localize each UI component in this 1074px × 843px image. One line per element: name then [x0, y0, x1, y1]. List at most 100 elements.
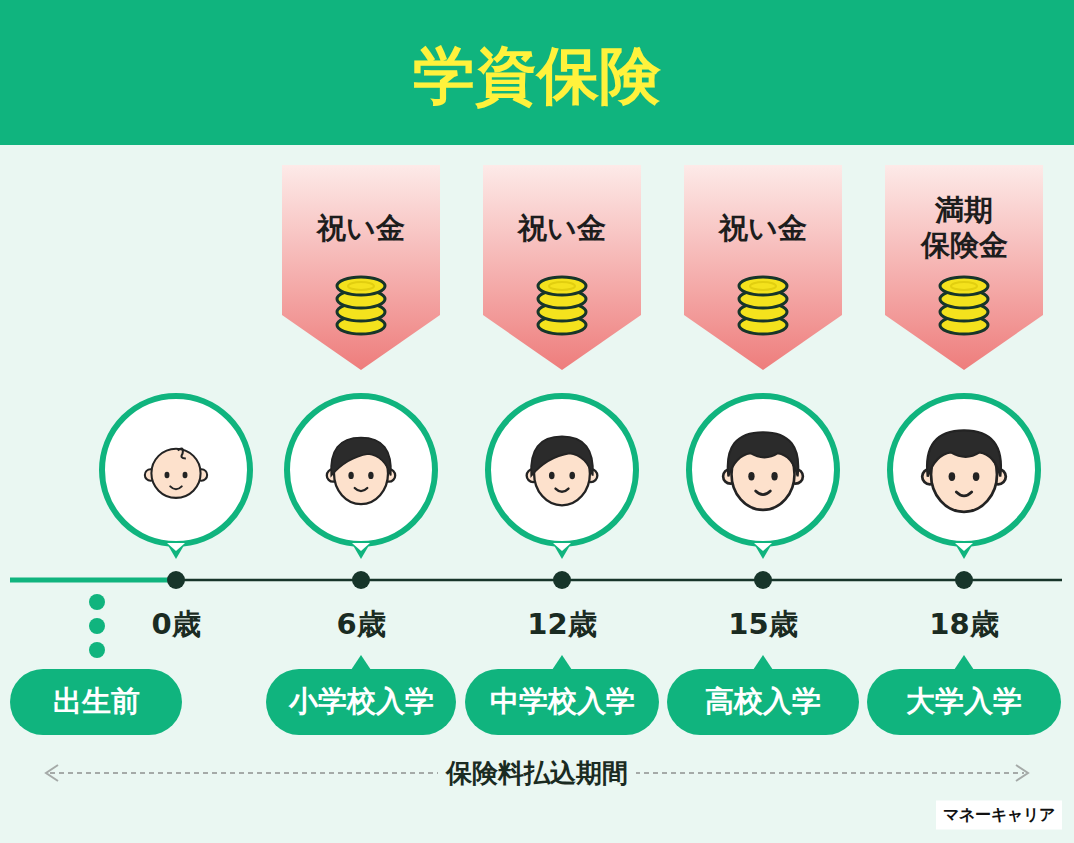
banner-arrow: [483, 165, 641, 370]
title: 学資保険: [413, 34, 661, 118]
age-label: 12歳: [527, 605, 596, 645]
ellipsis-dot: [89, 594, 105, 610]
portrait-circle: [488, 396, 636, 544]
eye: [183, 472, 188, 479]
child-face: [527, 437, 598, 506]
hair: [531, 437, 593, 476]
coin-highlight: [951, 282, 977, 290]
stage-label: 大学入学: [906, 682, 1022, 722]
pill-pointer: [552, 655, 572, 670]
arrow-head: [1016, 765, 1028, 781]
period-label: 保険料払込期間: [438, 756, 636, 791]
age-label: 6歳: [336, 605, 385, 645]
payout-label: 祝い金: [717, 211, 809, 246]
portrait-circle: [689, 396, 837, 544]
child-face: [723, 432, 803, 510]
timeline-dot: [754, 571, 772, 589]
child-face: [327, 438, 395, 505]
coin: [940, 277, 988, 295]
hair: [728, 432, 799, 476]
eye: [549, 472, 555, 479]
bubble-pointer-inner: [553, 543, 571, 551]
hair-curl: [178, 448, 186, 458]
hair: [331, 438, 391, 476]
mouth: [956, 492, 971, 496]
eye: [771, 472, 777, 480]
portrait-circle: [102, 396, 250, 544]
banner-shape: [684, 165, 842, 370]
stage-label: 中学校入学: [490, 682, 635, 722]
banner-shape: [483, 165, 641, 370]
portrait-circle: [890, 396, 1038, 544]
child-face: [922, 430, 1006, 511]
banner-text-box: 祝い金: [282, 183, 440, 273]
figures: [102, 396, 1038, 670]
age-label: 18歳: [929, 605, 998, 645]
timeline-dot: [553, 571, 571, 589]
title-band: [0, 0, 1074, 145]
eye: [973, 472, 980, 481]
stage-pill: 小学校入学: [266, 669, 456, 735]
mouth: [555, 489, 568, 492]
head: [151, 449, 200, 498]
baby-face: [145, 448, 207, 497]
stage-pill: 中学校入学: [465, 669, 659, 735]
payout-banner: 満期 保険金: [885, 165, 1043, 370]
age-label: 0歳: [151, 605, 200, 645]
timeline: [176, 579, 1062, 582]
payout-label: 祝い金: [516, 211, 608, 246]
stage-pill: 大学入学: [867, 669, 1061, 735]
payout-label: 満期 保険金: [918, 193, 1010, 263]
pill-pointer: [351, 655, 371, 670]
stage-label: 小学校入学: [289, 682, 434, 722]
coin-highlight: [549, 282, 575, 290]
eye: [748, 472, 754, 480]
pill-pointer: [753, 655, 773, 670]
payout-banner: 祝い金: [483, 165, 641, 370]
timeline-dot: [352, 571, 370, 589]
coin-highlight: [750, 282, 776, 290]
timeline-dot: [167, 571, 185, 589]
stage-label: 高校入学: [705, 682, 821, 722]
arrow-head: [46, 765, 58, 781]
banner-arrow: [885, 165, 1043, 370]
pill-pointer: [954, 655, 974, 670]
portrait-circle: [287, 396, 435, 544]
stage-label: 出生前: [53, 682, 140, 722]
payout-label: 祝い金: [315, 211, 407, 246]
coin: [739, 277, 787, 295]
bubble-pointer-inner: [955, 543, 973, 551]
eye: [949, 472, 956, 481]
mouth: [756, 491, 771, 495]
bubble-pointer-inner: [352, 543, 370, 551]
coin: [337, 277, 385, 295]
timeline-dot: [955, 571, 973, 589]
banner-text-box: 満期 保険金: [885, 183, 1043, 273]
payout-banner: 祝い金: [282, 165, 440, 370]
banner-shape: [282, 165, 440, 370]
watermark: マネーキャリア: [936, 801, 1062, 830]
stage-pill: 高校入学: [667, 669, 859, 735]
ellipsis-dot: [89, 642, 105, 658]
bubble-pointer-inner: [754, 543, 772, 551]
age-label: 15歳: [728, 605, 797, 645]
mouth: [170, 486, 181, 489]
coin-highlight: [348, 282, 374, 290]
eye: [165, 472, 170, 479]
eye: [348, 472, 353, 479]
banner-text-box: 祝い金: [684, 183, 842, 273]
banner-text-box: 祝い金: [483, 183, 641, 273]
stage-pill: 出生前: [10, 669, 182, 735]
banner-arrow: [684, 165, 842, 370]
timeline-before-birth: [10, 578, 176, 583]
eye: [569, 472, 575, 479]
banner-arrow: [282, 165, 440, 370]
hair: [927, 430, 1001, 476]
ellipsis-dot: [89, 618, 105, 634]
payout-banner: 祝い金: [684, 165, 842, 370]
eye: [368, 472, 373, 479]
bubble-pointer-inner: [167, 543, 185, 551]
mouth: [355, 488, 368, 491]
coin: [538, 277, 586, 295]
